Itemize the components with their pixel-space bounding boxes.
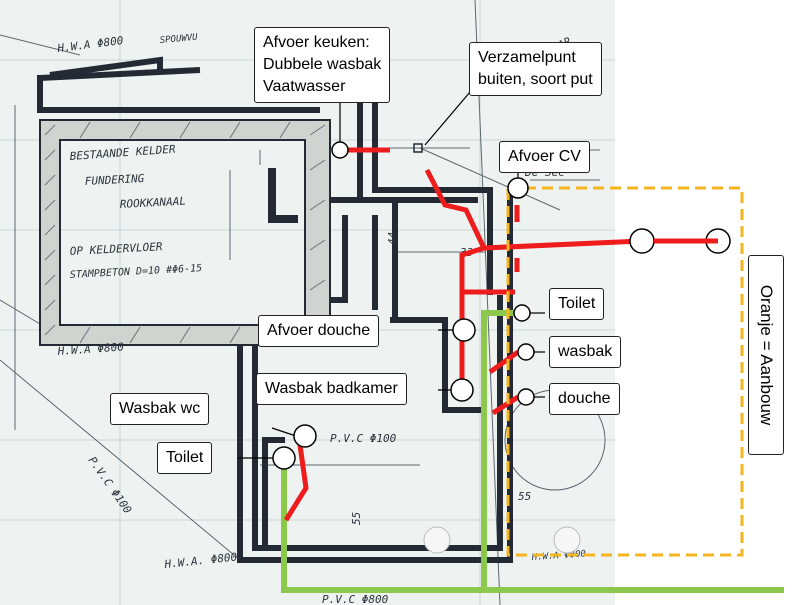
legend-aanbouw-text: Oranje = Aanbouw — [757, 284, 776, 426]
label-keuken-line-2: Dubbele wasbak — [263, 56, 382, 73]
label-wasbak-badkamer: Wasbak badkamer — [256, 373, 407, 405]
cv-drain-marker — [507, 177, 529, 199]
label-douche-right: douche — [549, 383, 620, 415]
rookkanaal-text: ROOKKANAAL — [119, 195, 186, 211]
label-keuken-line-1: Afvoer keuken: — [263, 34, 370, 51]
bathroom-sink-marker — [450, 378, 474, 402]
dimension-44-text: 44 — [386, 232, 399, 245]
label-verzamelpunt-line-1: Verzamelpunt — [478, 49, 576, 66]
shower-drain-marker — [452, 318, 476, 342]
spouw-text: SPOUWVU — [159, 33, 198, 46]
label-keuken-line-3: Vaatwasser — [263, 78, 346, 95]
kitchen-drain-marker — [331, 141, 349, 159]
building-walls — [37, 56, 513, 563]
label-afvoer-cv: Afvoer CV — [499, 141, 590, 173]
light-fixtures — [423, 526, 581, 554]
label-toilet-right: Toilet — [549, 288, 605, 320]
label-toilet-left: Toilet — [157, 442, 213, 474]
label-verzamelpunt: Verzamelpunt buiten, soort put — [469, 42, 602, 96]
op-keldervloer-text: OP KELDERVLOER — [69, 240, 163, 258]
junction-box — [413, 143, 423, 153]
label-afvoer-keuken: Afvoer keuken: Dubbele wasbak Vaatwasser — [254, 27, 391, 103]
toilet-right-marker — [513, 304, 531, 322]
pvc-bottom-text: P.V.C Φ800 — [322, 593, 389, 605]
chimney-mark — [268, 168, 298, 223]
fundering-text: FUNDERING — [84, 172, 145, 188]
douche-right-marker — [517, 388, 535, 406]
hwa-mid-text: H.W.A Φ800 — [56, 340, 124, 358]
legend-aanbouw: Oranje = Aanbouw — [748, 255, 784, 455]
outside-point-marker-1 — [629, 228, 655, 254]
pvc-100-text: P.V.C Φ100 — [330, 432, 397, 445]
extension-outline — [506, 186, 744, 557]
label-wasbak-right: wasbak — [549, 336, 622, 368]
label-wasbak-wc: Wasbak wc — [110, 393, 210, 425]
dimension-55b-text: 55 — [350, 512, 363, 525]
wasbak-right-marker — [517, 343, 535, 361]
label-verzamelpunt-line-2: buiten, soort put — [478, 71, 593, 88]
label-afvoer-douche: Afvoer douche — [258, 315, 380, 347]
toilet-left-marker — [272, 446, 296, 470]
dimension-55-text: 55 — [518, 490, 531, 503]
wc-sink-marker — [293, 424, 317, 448]
